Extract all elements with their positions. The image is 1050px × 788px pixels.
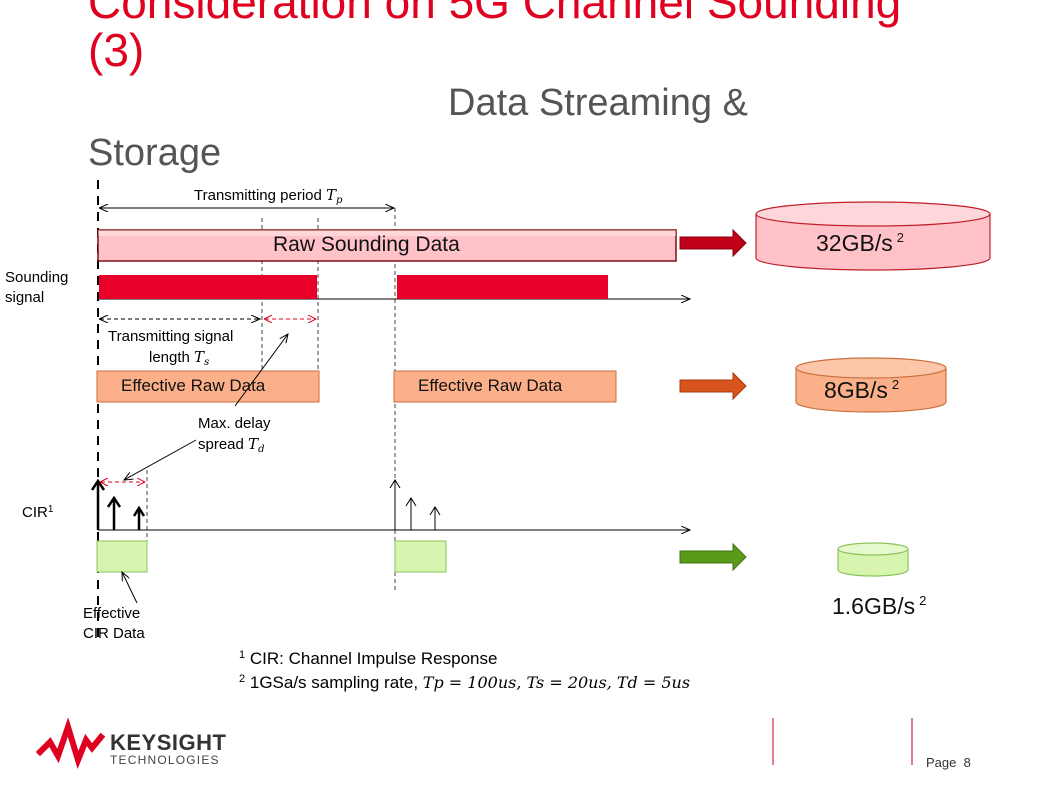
keysight-logo-icon bbox=[35, 717, 106, 770]
slide-subtitle-line2: Storage bbox=[88, 132, 222, 174]
max-delay-spread-label: Max. delay spread Td bbox=[198, 415, 271, 455]
slide-title: Consideration on 5G Channel Sounding (3) bbox=[88, 0, 901, 74]
max-delay-pointer-bottom bbox=[124, 439, 197, 480]
slide-title-line1: Consideration on 5G Channel Sounding bbox=[88, 0, 902, 28]
arrow-to-8gb bbox=[679, 371, 747, 401]
keysight-logo-text: KEYSIGHT bbox=[110, 730, 227, 755]
cir-impulses-2 bbox=[389, 479, 441, 530]
slide-subtitle-line1: Data Streaming & bbox=[448, 82, 748, 124]
storage-cylinder-8gb bbox=[795, 357, 947, 413]
arrow-to-1-6gb bbox=[679, 542, 747, 572]
effective-raw-data-box-1 bbox=[96, 370, 320, 403]
cir-impulses-1 bbox=[90, 478, 146, 530]
effective-raw-data-label-1: Effective Raw Data bbox=[121, 376, 266, 395]
transmitting-period-label: Transmitting period Tp bbox=[194, 186, 343, 206]
footnote-2: 2 1GSa/s sampling rate, Tp = 100us, Ts =… bbox=[239, 673, 691, 692]
sounding-burst-1 bbox=[99, 275, 317, 299]
footnote-1: 1 CIR: Channel Impulse Response bbox=[239, 649, 498, 668]
slide-title-line2: (3) bbox=[88, 24, 145, 76]
effective-raw-data-label-2: Effective Raw Data bbox=[418, 376, 563, 395]
page-number: Page 8 bbox=[926, 755, 971, 770]
effective-raw-data-box-2 bbox=[393, 370, 617, 403]
storage-cylinder-32gb bbox=[755, 201, 991, 271]
arrow-to-32gb bbox=[679, 228, 747, 258]
tx-signal-length-label: Transmitting signal length Ts bbox=[108, 328, 234, 368]
max-delay-pointer-top bbox=[234, 334, 288, 407]
raw-sounding-data-box bbox=[97, 229, 677, 262]
keysight-logo-subtext: TECHNOLOGIES bbox=[110, 753, 220, 767]
effective-cir-box-1 bbox=[96, 540, 148, 573]
sounding-burst-2 bbox=[397, 275, 608, 299]
effective-cir-box-2 bbox=[394, 540, 447, 573]
effective-cir-pointer bbox=[122, 572, 138, 604]
cir-label: CIR1 bbox=[22, 504, 54, 521]
sounding-signal-label: Sounding signal bbox=[5, 269, 69, 306]
storage-cylinder-1-6gb bbox=[837, 542, 909, 577]
raw-sounding-data-label: Raw Sounding Data bbox=[273, 233, 460, 256]
effective-cir-label: Effective CIR Data bbox=[83, 605, 145, 642]
